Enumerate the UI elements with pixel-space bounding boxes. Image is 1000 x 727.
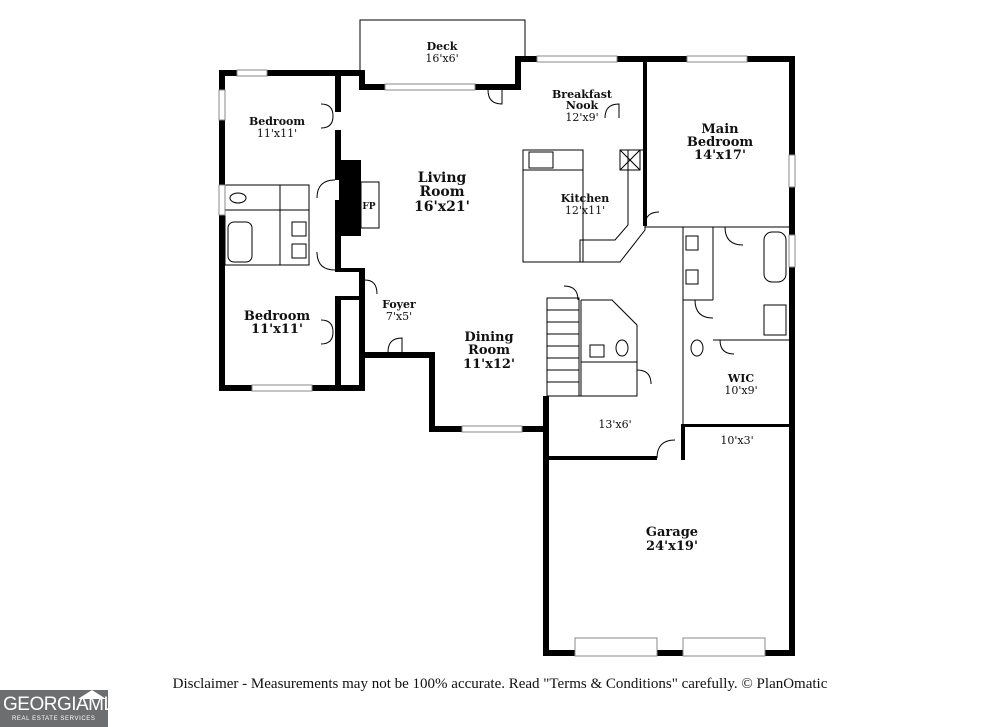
- foyer-dim: 7'x5': [386, 310, 412, 323]
- dining-name: Dining: [464, 330, 513, 345]
- living-name: Living: [418, 170, 467, 186]
- wic-dim: 10'x9': [724, 384, 757, 397]
- dining-name2: Room: [468, 343, 510, 358]
- room-labels: Deck 16'x6' Breakfast Nook 12'x9' Main B…: [244, 40, 758, 554]
- deck-dim: 16'x6': [425, 52, 458, 65]
- breakfast-name2: Nook: [566, 99, 599, 112]
- kitchen-dim: 12'x11': [565, 204, 605, 217]
- windows: [218, 19, 796, 657]
- hall-dim: 13'x6': [598, 418, 631, 431]
- logo-main-text: GEORGIAMLS: [3, 694, 126, 715]
- wic-name: WIC: [727, 372, 754, 385]
- main-bedroom-dim: 14'x17': [694, 148, 746, 163]
- storage-dim: 10'x3': [720, 434, 753, 447]
- bedroom2-dim: 11'x11': [251, 322, 303, 337]
- georgia-mls-logo: GEORGIAMLS REAL ESTATE SERVICES: [0, 690, 126, 727]
- bedroom2-name: Bedroom: [244, 309, 311, 324]
- main-bedroom-name2: Bedroom: [687, 135, 754, 150]
- fireplace-label: FP: [362, 202, 375, 212]
- garage-name: Garage: [646, 525, 698, 540]
- main-bedroom-name: Main: [701, 122, 739, 137]
- dining-dim: 11'x12': [463, 357, 515, 372]
- garage-dim: 24'x19': [646, 539, 698, 554]
- logo-sub-text: REAL ESTATE SERVICES: [12, 716, 96, 722]
- breakfast-name: Breakfast: [552, 88, 613, 101]
- living-name2: Room: [419, 184, 464, 200]
- bedroom1-dim: 11'x11': [257, 127, 297, 140]
- living-dim: 16'x21': [414, 199, 470, 215]
- logo-roof-icon: [78, 690, 106, 699]
- foyer-name: Foyer: [382, 298, 416, 311]
- kitchen-name: Kitchen: [561, 192, 610, 205]
- disclaimer-text: Disclaimer - Measurements may not be 100…: [172, 676, 828, 692]
- bedroom1-name: Bedroom: [249, 115, 305, 128]
- fixtures: [227, 149, 787, 358]
- breakfast-dim: 12'x9': [565, 111, 598, 124]
- deck-name: Deck: [427, 40, 458, 53]
- doors: [316, 89, 744, 459]
